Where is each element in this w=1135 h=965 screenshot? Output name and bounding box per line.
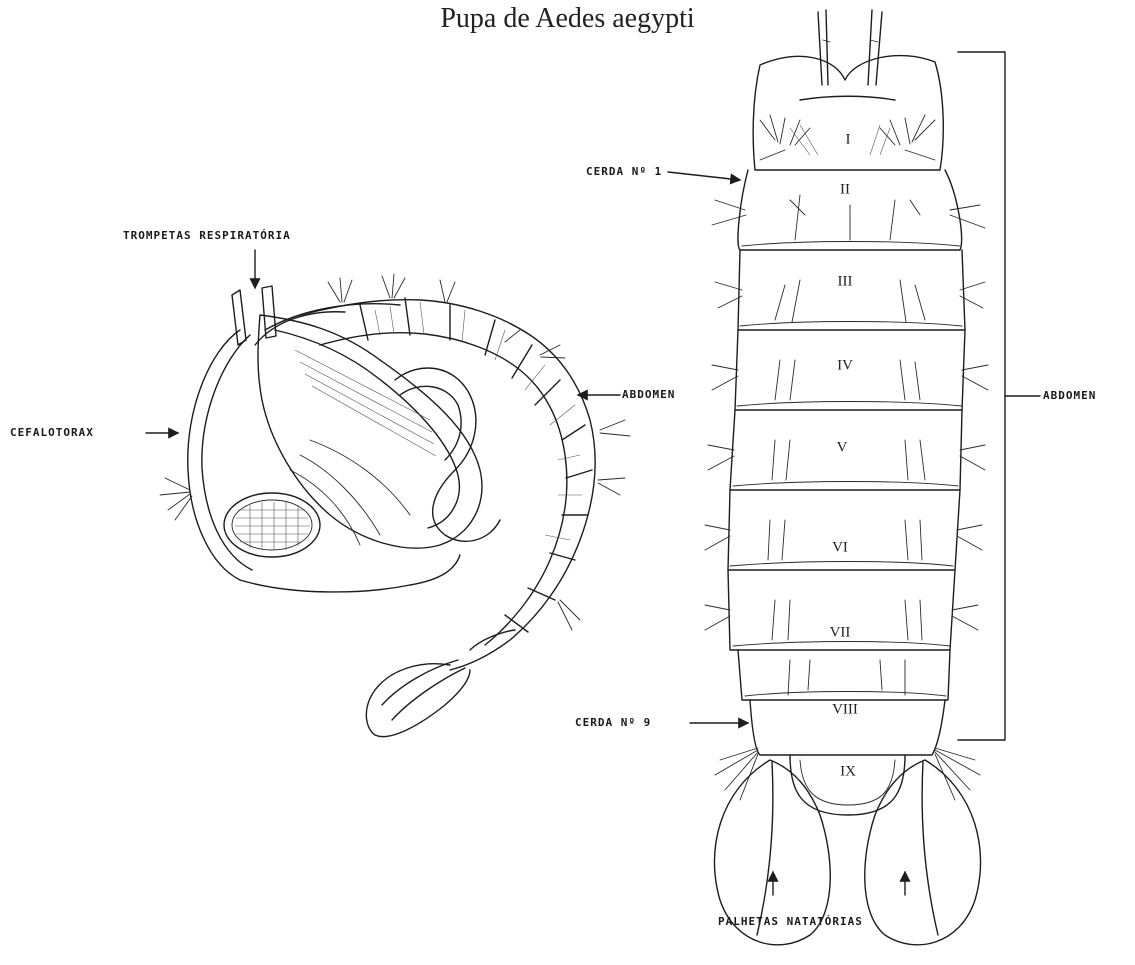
segment-label-1: I — [846, 132, 851, 149]
segment-label-5: V — [837, 440, 848, 457]
respiratory-trumpets — [232, 286, 276, 345]
lateral-pupa-drawing — [160, 274, 630, 737]
segment-label-8: VIII — [832, 702, 858, 719]
cephalothorax-shape — [160, 304, 500, 592]
label-dorsal-abdomen: ABDOMEN — [1043, 389, 1096, 402]
segment-label-2: II — [840, 182, 850, 199]
label-lateral-abdomen: ABDOMEN — [622, 388, 675, 401]
abdomen-bracket — [958, 52, 1005, 740]
dorsal-pupa-drawing — [705, 10, 988, 945]
label-seta-1: CERDA Nº 1 — [586, 165, 662, 178]
segment-label-4: IV — [837, 358, 853, 375]
label-seta-9: CERDA Nº 9 — [575, 716, 651, 729]
lateral-paddles — [366, 630, 515, 737]
label-respiratory-trumpets: TROMPETAS RESPIRATÓRIA — [123, 229, 291, 242]
label-cephalothorax: CEFALOTORAX — [10, 426, 94, 439]
lateral-abdomen-segments — [300, 274, 630, 670]
segment-label-9: IX — [840, 764, 856, 781]
segment-label-7: VII — [830, 625, 851, 642]
segment-label-6: VI — [832, 540, 848, 557]
segment-label-3: III — [838, 274, 853, 291]
dorsal-trumpets — [818, 10, 882, 85]
label-swimming-paddles: PALHETAS NATATÓRIAS — [718, 915, 863, 928]
